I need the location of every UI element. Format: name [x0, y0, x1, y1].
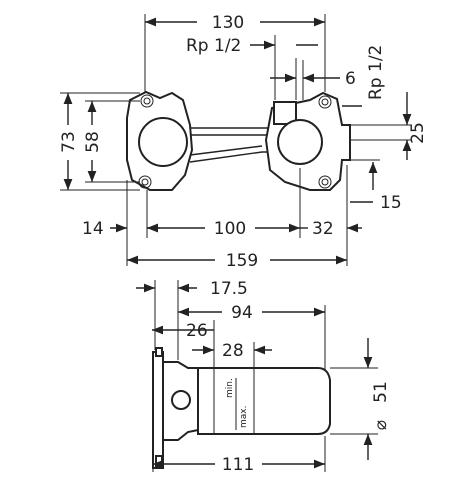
front-view: 130 Rp 1/2 6 Rp 1/2 25 73 58 [59, 13, 428, 271]
bracket-knob [171, 390, 191, 410]
mounting-plate [152, 351, 164, 469]
dim-25-label: 25 [408, 122, 428, 144]
dim-73-label: 73 [59, 131, 79, 153]
dim-14-label: 14 [82, 219, 104, 239]
left-top-screw [140, 94, 154, 108]
connecting-bar [189, 127, 268, 163]
dim-28-label: 28 [222, 341, 244, 361]
left-outlet-circle [138, 117, 188, 167]
dim-15-label: 15 [380, 193, 402, 213]
right-bottom-screw [318, 175, 332, 189]
rp-top-label: Rp 1/2 [186, 36, 241, 56]
dim-32-label: 32 [312, 219, 334, 239]
right-outlet-circle [277, 119, 323, 165]
side-view: min. max. 17.5 94 26 28 51 ⌀ [136, 279, 391, 475]
dim-51-label: 51 [371, 381, 391, 403]
min-label: min. [225, 378, 235, 398]
right-top-screw [318, 95, 332, 109]
max-label: max. [239, 406, 249, 428]
diameter-symbol: ⌀ [371, 420, 391, 430]
dim-6-label: 6 [345, 69, 356, 89]
dim-94-label: 94 [231, 303, 253, 323]
dim-130-label: 130 [212, 13, 244, 33]
right-inlet-block [273, 101, 297, 125]
dim-17-5-label: 17.5 [210, 279, 248, 299]
dim-159-label: 159 [226, 251, 258, 271]
rp-right-label: Rp 1/2 [366, 45, 386, 100]
main-body [197, 367, 331, 435]
dim-100-label: 100 [214, 219, 246, 239]
dim-26-label: 26 [186, 321, 208, 341]
dim-111-label: 111 [222, 455, 254, 475]
dim-58-label: 58 [83, 131, 103, 153]
